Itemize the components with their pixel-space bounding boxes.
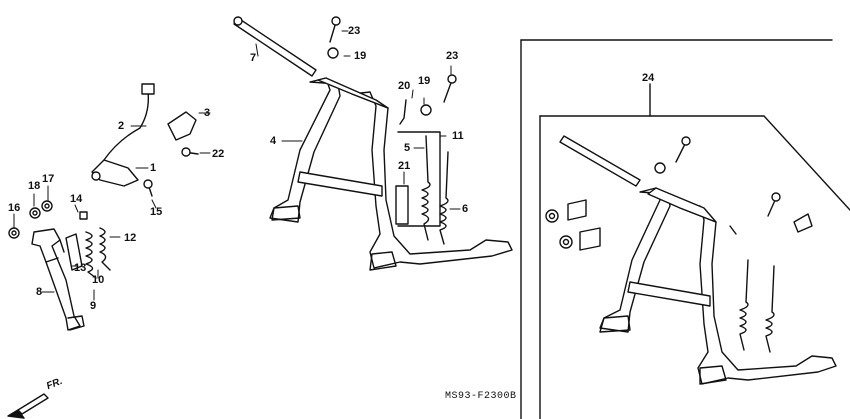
- callout-3: 3: [204, 107, 211, 119]
- front-arrow-icon: [7, 393, 49, 419]
- callout-23: 23: [348, 25, 361, 37]
- main-stand-kit-24: [520, 39, 850, 419]
- callout-4: 4: [270, 135, 277, 147]
- callout-22: 22: [212, 148, 225, 160]
- callout-15: 15: [150, 206, 163, 218]
- callout-5: 5: [404, 142, 411, 154]
- callout-1: 1: [150, 162, 157, 174]
- callout-19-right: 19: [418, 75, 431, 87]
- callout-23-right: 23: [446, 50, 459, 62]
- side-stand-assembly: [8, 83, 199, 331]
- callout-6: 6: [462, 203, 469, 215]
- callout-14: 14: [70, 193, 83, 205]
- callout-21: 21: [398, 160, 411, 172]
- callout-8: 8: [36, 286, 43, 298]
- callout-9: 9: [90, 300, 97, 312]
- main-stand: [233, 16, 513, 271]
- callout-13: 13: [74, 262, 87, 274]
- callout-20: 20: [398, 80, 411, 92]
- callout-17: 17: [42, 173, 55, 185]
- callout-2: 2: [118, 120, 125, 132]
- callout-19: 19: [354, 50, 367, 62]
- leader-lines: [13, 30, 461, 301]
- callout-11: 11: [452, 130, 464, 142]
- document-code: MS93-F2300B: [445, 391, 517, 402]
- callout-16: 16: [8, 202, 21, 214]
- callout-7: 7: [250, 52, 257, 64]
- callout-24: 24: [642, 72, 655, 84]
- callout-18: 18: [28, 180, 41, 192]
- callout-12: 12: [124, 232, 137, 244]
- callout-10: 10: [92, 274, 105, 286]
